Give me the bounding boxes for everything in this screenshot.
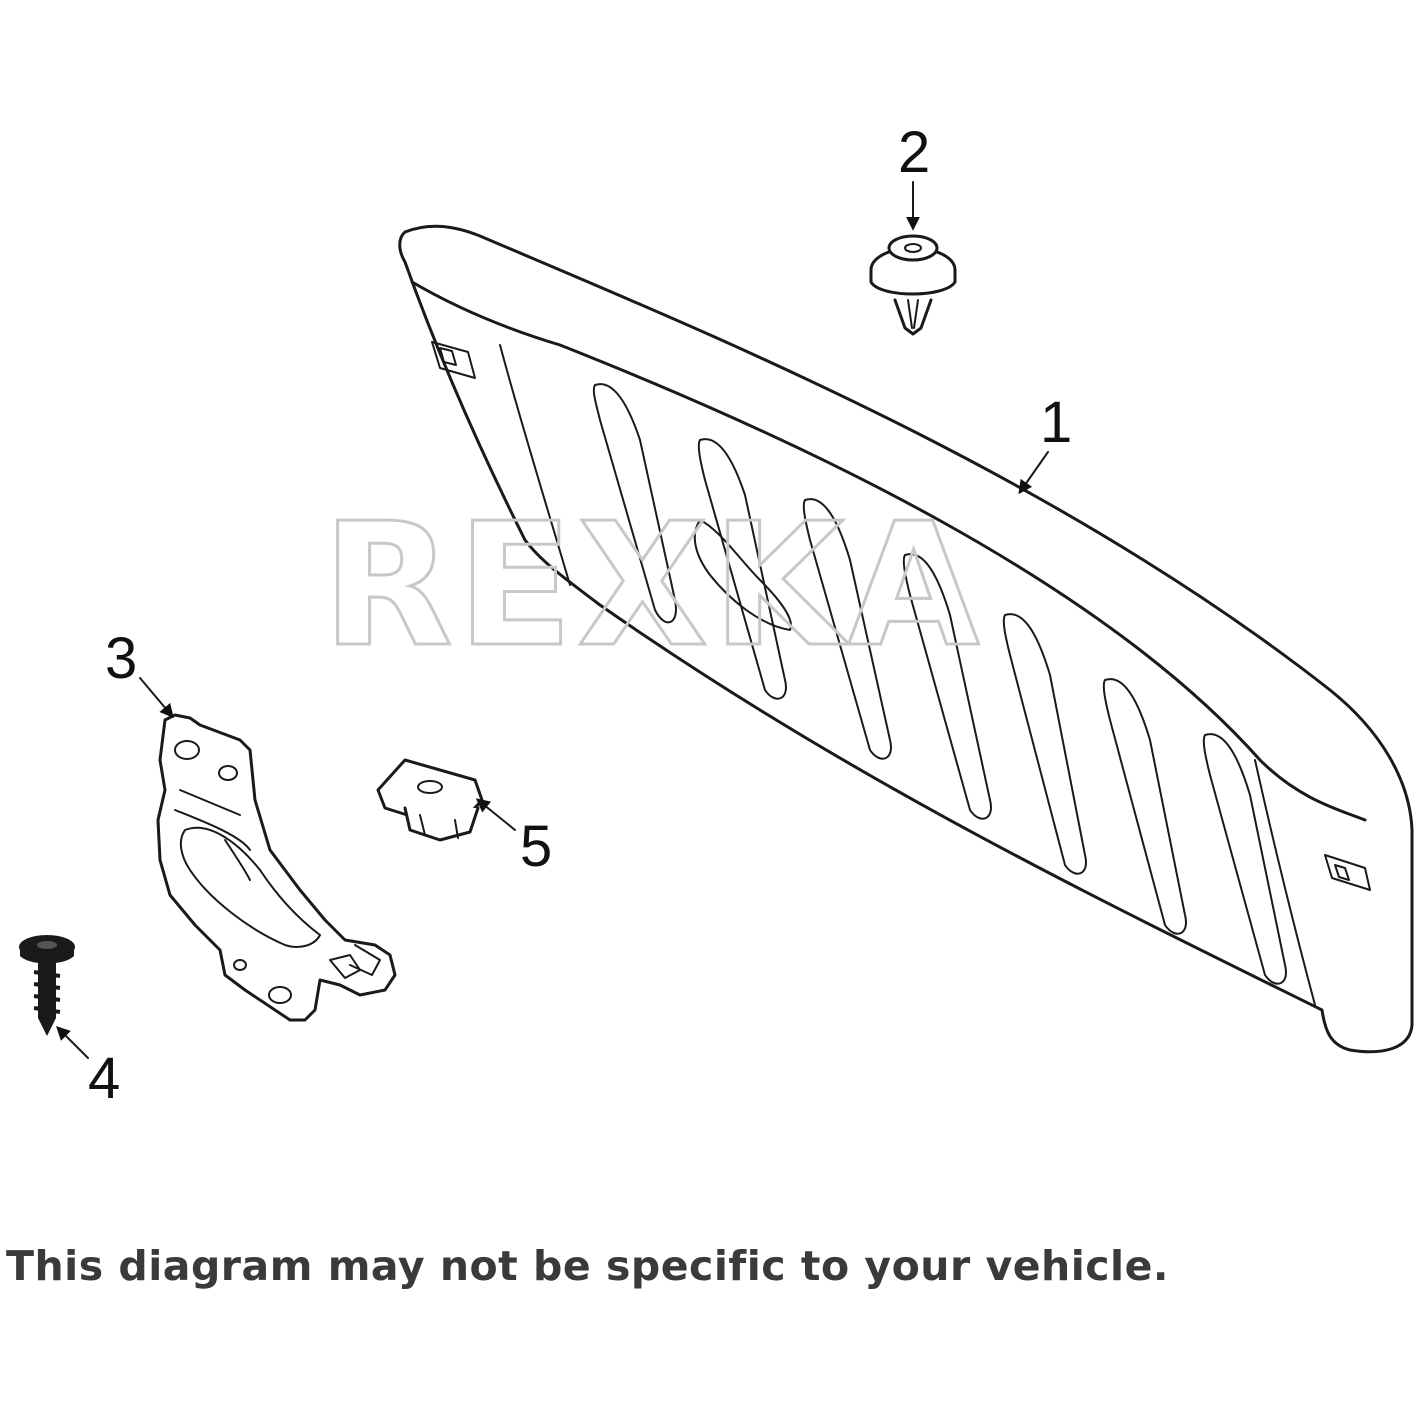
callout-2: 2 xyxy=(898,120,930,231)
callout-label: 4 xyxy=(88,1046,120,1111)
callout-label: 1 xyxy=(1040,390,1072,455)
callout-5: 5 xyxy=(475,798,552,879)
callout-4: 4 xyxy=(56,1026,120,1111)
callout-3: 3 xyxy=(105,626,174,719)
callout-label: 2 xyxy=(898,120,930,185)
disclaimer-text: This diagram may not be specific to your… xyxy=(6,1242,1169,1290)
callout-1: 1 xyxy=(1018,390,1072,495)
panel-clip-slot xyxy=(431,341,1371,891)
watermark: REXKA xyxy=(322,487,983,685)
callout-arrow xyxy=(1018,451,1049,495)
callout-label: 5 xyxy=(520,814,552,879)
callout-arrow xyxy=(139,677,174,719)
bracket xyxy=(156,713,397,1022)
callout-arrow xyxy=(475,798,516,831)
screw xyxy=(19,935,75,1036)
panel-ribs xyxy=(592,383,1287,985)
trim-panel xyxy=(398,224,1414,1054)
push-clip xyxy=(869,234,957,336)
callout-arrow xyxy=(56,1026,89,1059)
retainer-nut xyxy=(376,758,484,842)
callout-label: 3 xyxy=(105,626,137,691)
